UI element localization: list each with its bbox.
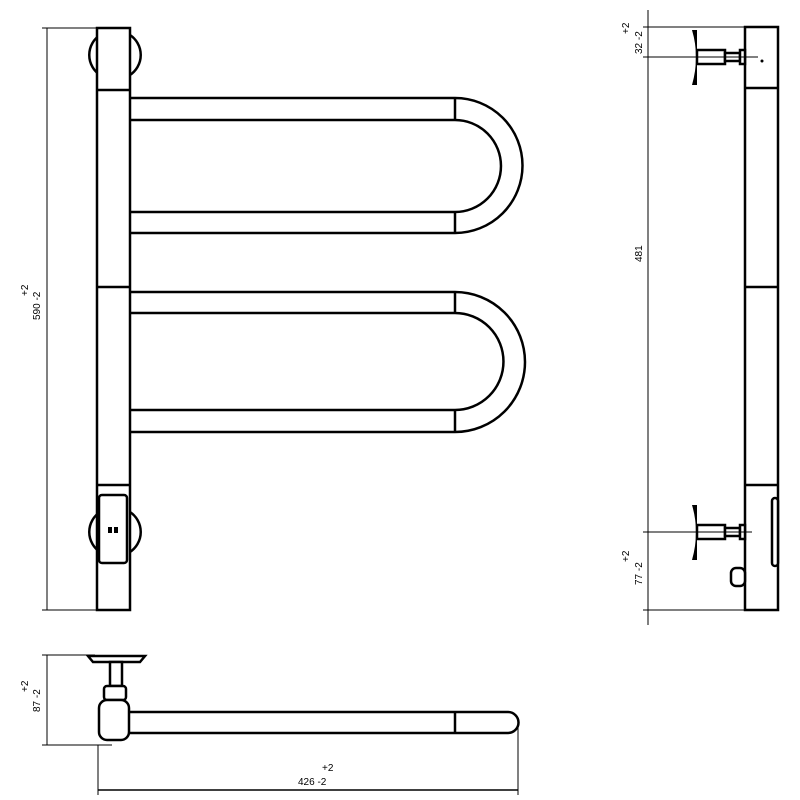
lower-rail-loop <box>126 290 527 434</box>
height-dimension: 590 -2 +2 <box>20 27 97 611</box>
side-top-dim-tol: +2 <box>621 22 632 34</box>
side-view: 32 -2 +2 481 77 -2 +2 <box>621 10 780 625</box>
control-unit <box>97 493 129 565</box>
side-bottom-dim-value: 77 -2 <box>634 562 645 585</box>
side-dimensions: 32 -2 +2 481 77 -2 +2 <box>621 10 758 625</box>
side-bottom-dim-tol: +2 <box>621 550 632 562</box>
depth-dim-tol: +2 <box>20 680 31 692</box>
front-view: 590 -2 +2 <box>20 26 527 612</box>
height-dim-value: 590 -2 <box>32 291 43 320</box>
upper-rail-loop <box>126 96 524 235</box>
width-dim-value: 426 -2 <box>298 777 327 788</box>
side-mount-dim-value: 481 <box>634 245 645 262</box>
width-dimension: 426 -2 +2 <box>97 725 519 795</box>
depth-dimension: 87 -2 +2 <box>20 654 112 746</box>
depth-dim-value: 87 -2 <box>32 689 43 712</box>
side-top-dim-value: 32 -2 <box>634 31 645 54</box>
width-dim-tol: +2 <box>322 763 334 774</box>
top-view: 87 -2 +2 426 -2 +2 <box>20 654 520 795</box>
height-dim-tol: +2 <box>20 284 31 296</box>
